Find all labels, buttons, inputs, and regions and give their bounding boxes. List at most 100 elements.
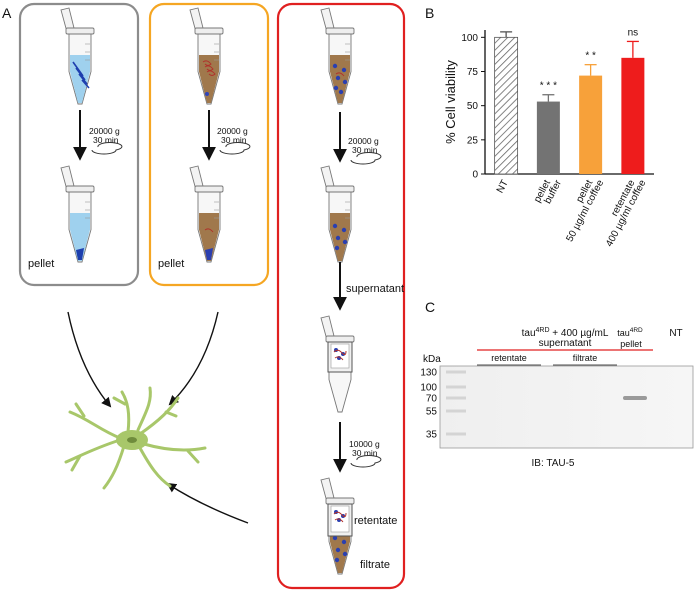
particle	[332, 223, 338, 229]
particle	[334, 557, 340, 563]
red-time-2: 30 min	[352, 448, 378, 458]
tube-liquid	[330, 55, 350, 103]
lane-pellet: pellet	[620, 339, 642, 349]
fibril	[204, 228, 214, 233]
significance-label: * * *	[540, 81, 557, 92]
fibril	[206, 70, 216, 76]
tube-rim	[194, 185, 224, 193]
marker-label: 100	[420, 383, 437, 394]
fibril	[334, 356, 344, 361]
rotation-icon	[350, 455, 382, 468]
ladder-band	[446, 385, 466, 389]
panel-label-b: B	[425, 5, 434, 21]
tube	[60, 7, 95, 105]
gray-time: 30 min	[93, 135, 119, 145]
pellet-label-gray: pellet	[28, 258, 54, 270]
significance-label: * *	[585, 51, 596, 62]
fibril	[204, 65, 214, 71]
particle	[342, 551, 348, 557]
neuron-dendrite	[112, 396, 127, 406]
fibril	[333, 511, 347, 518]
tube-rim	[194, 27, 224, 35]
panel-label-a: A	[2, 5, 12, 21]
neuron-dendrite	[138, 396, 180, 436]
tube-liquid	[330, 530, 350, 573]
neuron-dendrite	[136, 386, 152, 432]
tube-rim	[65, 185, 95, 193]
particle	[332, 535, 338, 541]
tube-liquid	[199, 213, 219, 261]
red-g-force-1: 20000 g	[348, 136, 379, 146]
particle	[341, 67, 347, 73]
neuron-dendrite	[102, 444, 126, 490]
particle	[334, 245, 340, 251]
marker-label: 35	[426, 430, 438, 441]
neuron-dendrite	[64, 438, 122, 464]
bar	[621, 57, 645, 175]
particle	[335, 75, 341, 81]
tube	[320, 7, 355, 105]
particle	[341, 227, 347, 233]
bar	[494, 36, 519, 175]
filtrate-label: filtrate	[360, 559, 390, 571]
fibril	[333, 349, 347, 356]
fibril	[72, 61, 84, 77]
tube-rim	[65, 27, 95, 35]
arrow-orange-to-neuron	[168, 311, 219, 406]
tube-rim	[325, 335, 355, 343]
tube-liquid	[199, 55, 219, 103]
bar	[579, 75, 603, 174]
red-g-force-2: 10000 g	[349, 439, 380, 449]
fibril	[75, 67, 86, 81]
neuron-dendrite	[142, 442, 207, 452]
bar	[536, 101, 560, 174]
tube-liquid	[70, 55, 90, 103]
neuron-dendrite	[186, 449, 200, 464]
y-tick-label: 0	[472, 170, 478, 181]
pellet	[76, 248, 84, 260]
fibril	[81, 79, 90, 89]
significance-label: ns	[628, 27, 639, 38]
blot-membrane	[439, 365, 694, 449]
pellet	[205, 248, 213, 260]
neuron-dendrite	[74, 402, 86, 418]
blot-header: tau4RD + 400 µg/mL	[522, 327, 609, 339]
tubes-group	[60, 7, 355, 575]
neuron-illustration	[64, 386, 207, 490]
tube-rim	[325, 27, 355, 35]
particle	[332, 63, 338, 69]
marker-label: 130	[420, 368, 437, 379]
filter-chamber	[330, 343, 350, 369]
gray-condition-box	[18, 2, 140, 287]
y-tick-label: 50	[467, 101, 479, 112]
y-tick-label: 100	[461, 33, 478, 44]
neuron-dendrite	[68, 410, 122, 440]
arrow-red-to-neuron	[166, 482, 249, 524]
y-axis-label: % Cell viability	[443, 60, 458, 144]
x-tick-label: NT	[495, 178, 511, 195]
ladder-band	[446, 432, 466, 436]
lane-filtrate: filtrate	[573, 353, 598, 363]
blot-header-sup: 4RD	[536, 327, 550, 334]
tau-band	[623, 396, 647, 400]
tube	[320, 477, 355, 575]
fibril	[78, 73, 88, 85]
lane-retentate: retentate	[491, 353, 527, 363]
neuron-dendrite	[138, 446, 172, 488]
lane-tau-base: tau	[617, 328, 630, 338]
tube-rim	[325, 497, 355, 505]
ladder-band	[446, 409, 466, 413]
fibril	[334, 518, 344, 523]
particle	[333, 85, 339, 91]
supernatant-label: supernatant	[346, 283, 404, 295]
retentate-label: retentate	[354, 515, 397, 527]
lane-tau: tau4RD	[617, 327, 643, 338]
particle	[342, 239, 348, 245]
tube-liquid	[330, 213, 350, 261]
red-time-1: 30 min	[352, 145, 378, 155]
ib-label: IB: TAU-5	[532, 458, 575, 469]
tube	[320, 315, 355, 413]
tube	[189, 7, 224, 105]
